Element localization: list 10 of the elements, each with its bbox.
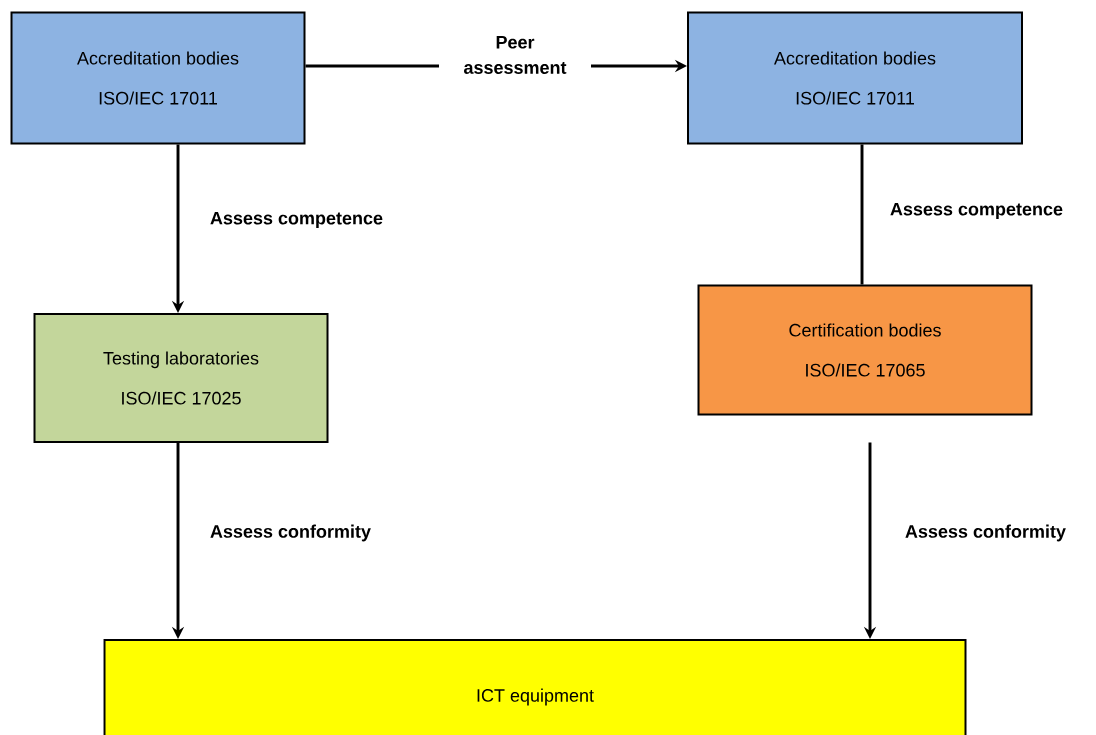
process-box: Accreditation bodies ISO/IEC 17011: [687, 11, 1023, 145]
process-box: Accreditation bodies ISO/IEC 17011: [10, 11, 306, 145]
process-box: Certification bodies ISO/IEC 17065: [697, 284, 1033, 416]
process-box: Testing laboratories ISO/IEC 17025: [33, 313, 329, 443]
edge-label: Assess conformity: [905, 524, 1066, 542]
edge-label: Assess conformity: [210, 524, 371, 542]
process-box: ICT equipment: [103, 639, 967, 735]
edge-label: Assess competence: [890, 202, 1063, 220]
edge-label: Assess competence: [210, 211, 383, 229]
edge-label: Peer assessment: [464, 36, 567, 74]
